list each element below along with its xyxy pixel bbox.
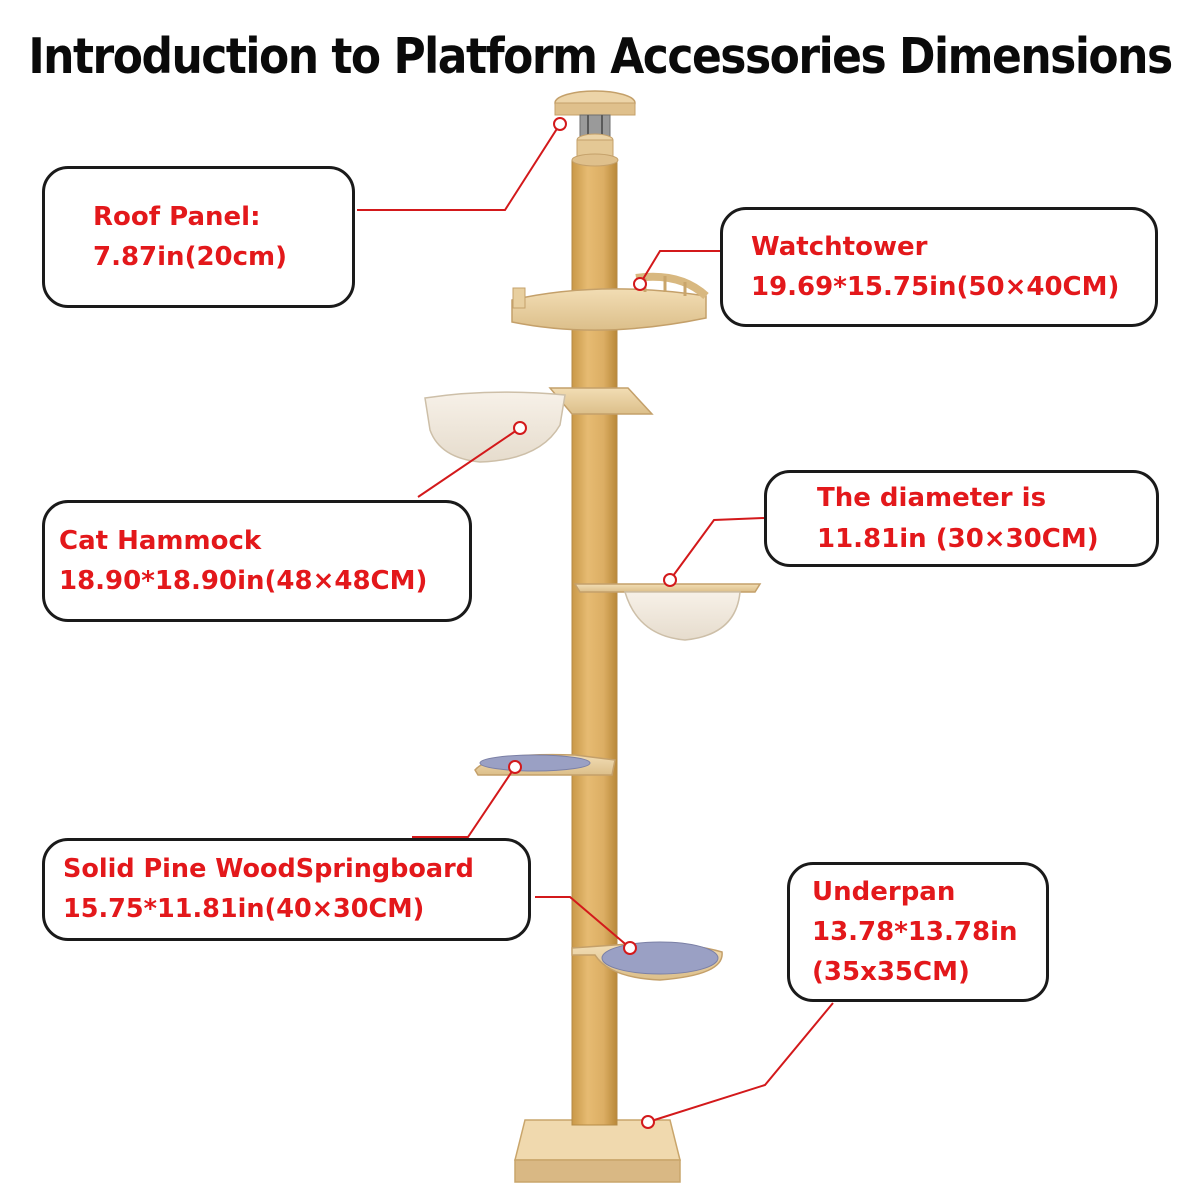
springboard-platform bbox=[474, 753, 616, 776]
callout-cat-hammock: Cat Hammock 18.90*18.90in(48×48CM) bbox=[42, 500, 472, 622]
underpan-size: 13.78*13.78in bbox=[812, 916, 1018, 947]
callout-roof-panel: Roof Panel: 7.87in(20cm) bbox=[42, 166, 355, 308]
underpan-size-cm: (35x35CM) bbox=[812, 957, 970, 988]
roof-panel-label: Roof Panel: bbox=[93, 201, 261, 232]
callout-watchtower: Watchtower 19.69*15.75in(50×40CM) bbox=[720, 207, 1158, 327]
cat-hammock-label: Cat Hammock bbox=[59, 525, 262, 556]
roof-panel-size: 7.87in(20cm) bbox=[93, 242, 288, 272]
hammock-assembly bbox=[424, 387, 654, 463]
callout-underpan: Underpan 13.78*13.78in (35x35CM) bbox=[787, 862, 1049, 1002]
roof-panel-fixture bbox=[554, 90, 636, 167]
cat-hammock-size: 18.90*18.90in(48×48CM) bbox=[59, 566, 428, 596]
page-title: Introduction to Platform Accessories Dim… bbox=[28, 28, 1173, 86]
callout-springboard: Solid Pine WoodSpringboard 15.75*11.81in… bbox=[42, 838, 531, 941]
springboard-size: 15.75*11.81in(40×30CM) bbox=[63, 893, 425, 924]
bowl-size: 11.81in (30×30CM) bbox=[817, 523, 1099, 554]
callout-bowl-diameter: The diameter is 11.81in (30×30CM) bbox=[764, 470, 1159, 567]
watchtower-platform bbox=[511, 272, 709, 331]
watchtower-size: 19.69*15.75in(50×40CM) bbox=[751, 272, 1120, 302]
springboard-label: Solid Pine WoodSpringboard bbox=[63, 853, 474, 884]
leader-lines bbox=[357, 123, 834, 1123]
bowl-assembly bbox=[573, 583, 762, 641]
leader-dots bbox=[508, 117, 677, 1129]
watchtower-label: Watchtower bbox=[751, 231, 928, 262]
underpan-base bbox=[514, 1119, 681, 1183]
bowl-label: The diameter is bbox=[817, 483, 1047, 514]
underpan-label: Underpan bbox=[812, 876, 956, 907]
